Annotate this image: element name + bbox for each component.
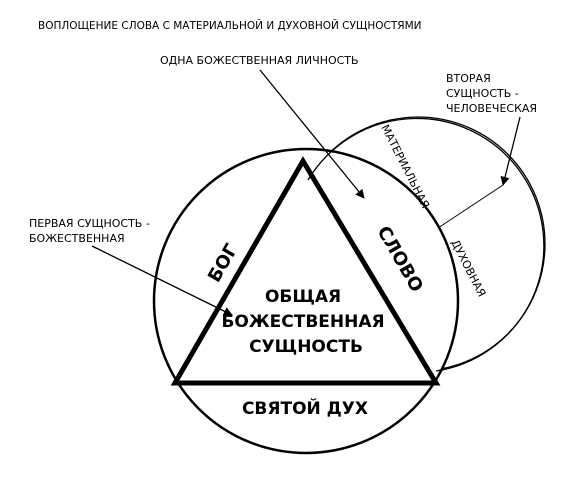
divine-essence-circle [152, 147, 460, 455]
essence-divider-line [431, 184, 504, 233]
trinity-triangle [170, 156, 441, 386]
label-holy-spirit: СВЯТОЙ ДУХ [242, 397, 368, 419]
label-common-divine-essence: ОБЩАЯ БОЖЕСТВЕННАЯ СУЩНОСТЬ [221, 287, 390, 357]
label-one-divine-person: ОДНА БОЖЕСТВЕННАЯ ЛИЧНОСТЬ [160, 54, 359, 67]
human-essence-arc [307, 117, 545, 372]
label-first-essence: ПЕРВАЯ СУЩНОСТЬ - БОЖЕСТВЕННАЯ [29, 217, 153, 245]
second-essence-arrow [500, 116, 521, 186]
one-person-arrow [259, 69, 365, 199]
diagram-title: ВОПЛОЩЕНИЕ СЛОВА С МАТЕРИАЛЬНОЙ И ДУХОВН… [38, 19, 422, 32]
first-essence-arrow [91, 245, 233, 316]
label-second-essence: ВТОРАЯ СУЩНОСТЬ - ЧЕЛОВЕЧЕСКАЯ [446, 72, 537, 115]
